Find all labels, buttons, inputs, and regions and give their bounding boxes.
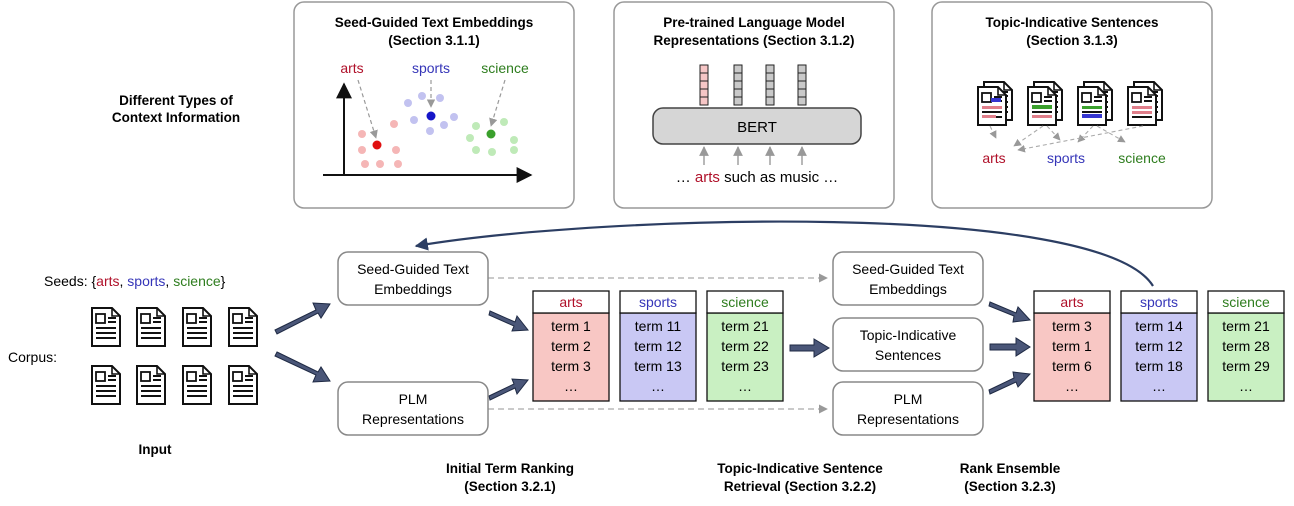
stage2-caption-line2: Retrieval (Section 3.2.2) — [724, 479, 876, 494]
bert-block — [652, 107, 862, 145]
ranking-term: … — [1152, 378, 1166, 394]
svg-text:Embeddings: Embeddings — [869, 281, 947, 297]
ranking-header: sports — [1140, 294, 1178, 310]
plm-sentence: … arts such as music … — [676, 169, 839, 186]
ranking-term: … — [738, 378, 752, 394]
seeds-line: Seeds: {arts, sports, science} — [44, 273, 226, 289]
context-heading-line2: Context Information — [112, 110, 240, 125]
ranking-term: term 21 — [721, 318, 769, 334]
stage1-caption-line1: Initial Term Ranking — [446, 461, 574, 476]
ranking-term: term 21 — [1222, 318, 1270, 334]
ranking-term: term 28 — [1222, 338, 1270, 354]
panel3-label-science: science — [1118, 150, 1166, 166]
ranking-term: term 14 — [1135, 318, 1183, 334]
ranking-term: term 29 — [1222, 358, 1270, 374]
ranking-header: arts — [1060, 294, 1083, 310]
svg-text:Embeddings: Embeddings — [374, 281, 452, 297]
box-seed-embeddings-2: Seed-Guided Text Embeddings — [832, 251, 984, 306]
panel3-label-arts: arts — [982, 150, 1005, 166]
ranking-term: … — [1065, 378, 1079, 394]
ranking-term: term 6 — [1052, 358, 1092, 374]
ranking-header: sports — [639, 294, 677, 310]
panel2-title-line2: Representations (Section 3.1.2) — [653, 33, 854, 48]
highlighted-documents — [977, 81, 1163, 126]
ranking-header: science — [721, 294, 769, 310]
panel-topic-sentences — [931, 1, 1213, 209]
token-vectors — [699, 64, 807, 106]
stage3-caption-line2: (Section 3.2.3) — [964, 479, 1056, 494]
ranking-column-final-arts: arts term 3 term 1 term 6 … — [1033, 290, 1111, 402]
box-seed-embeddings: Seed-Guided Text Embeddings — [337, 251, 489, 306]
panel1-label-sports: sports — [412, 60, 450, 76]
stage2-caption-line1: Topic-Indicative Sentence — [717, 461, 883, 476]
arts-cluster — [358, 120, 402, 168]
ranking-term: term 3 — [551, 358, 591, 374]
ranking-term: term 23 — [721, 358, 769, 374]
ranking-term: term 1 — [1052, 338, 1092, 354]
panel1-title-line2: (Section 3.1.1) — [388, 33, 480, 48]
input-caption: Input — [139, 442, 172, 457]
ranking-column-initial-arts: arts term 1 term 2 term 3 … — [532, 290, 610, 402]
ranking-term: term 2 — [551, 338, 591, 354]
ranking-term: term 3 — [1052, 318, 1092, 334]
ranking-term: term 1 — [551, 318, 591, 334]
science-cluster — [466, 118, 518, 156]
ranking-term: term 22 — [721, 338, 769, 354]
ranking-column-final-science: science term 21 term 28 term 29 … — [1207, 290, 1285, 402]
box-plm-2: PLM Representations — [832, 381, 984, 436]
box-topic-sentences: Topic-Indicative Sentences — [832, 317, 984, 372]
ranking-header: science — [1222, 294, 1270, 310]
ranking-term: term 12 — [634, 338, 682, 354]
panel-plm — [613, 1, 895, 209]
svg-text:Seed-Guided Text: Seed-Guided Text — [357, 261, 469, 277]
feedback-arrow — [414, 220, 1154, 287]
ranking-term: term 12 — [1135, 338, 1183, 354]
bert-label: BERT — [737, 119, 777, 136]
panel2-title-line1: Pre-trained Language Model — [663, 15, 845, 30]
panel3-title-line2: (Section 3.1.3) — [1026, 33, 1118, 48]
context-heading-line1: Different Types of — [119, 93, 233, 108]
flow-arrows — [274, 301, 1032, 401]
panel3-label-sports: sports — [1047, 150, 1085, 166]
ranking-column-final-sports: sports term 14 term 12 term 18 … — [1120, 290, 1198, 402]
ranking-header: arts — [559, 294, 582, 310]
stage3-caption-line1: Rank Ensemble — [960, 461, 1061, 476]
ranking-term: … — [651, 378, 665, 394]
ranking-column-initial-science: science term 21 term 22 term 23 … — [706, 290, 784, 402]
ranking-term: term 11 — [635, 318, 682, 334]
panel3-title-line1: Topic-Indicative Sentences — [985, 15, 1158, 30]
svg-text:Seed-Guided Text: Seed-Guided Text — [852, 261, 964, 277]
panel1-label-arts: arts — [340, 60, 363, 76]
svg-text:PLM: PLM — [399, 391, 428, 407]
panel1-label-science: science — [481, 60, 529, 76]
stage1-caption-line2: (Section 3.2.1) — [464, 479, 556, 494]
embedding-axes — [323, 82, 533, 183]
sports-cluster — [404, 92, 458, 135]
svg-text:Topic-Indicative: Topic-Indicative — [860, 327, 957, 343]
corpus-documents — [91, 307, 258, 405]
ranking-term: term 13 — [634, 358, 682, 374]
svg-text:Sentences: Sentences — [875, 347, 941, 363]
panel1-title-line1: Seed-Guided Text Embeddings — [335, 15, 534, 30]
ranking-term: … — [1239, 378, 1253, 394]
box-plm: PLM Representations — [337, 381, 489, 436]
corpus-label: Corpus: — [8, 349, 57, 365]
ranking-term: … — [564, 378, 578, 394]
ranking-term: term 18 — [1135, 358, 1183, 374]
svg-text:PLM: PLM — [894, 391, 923, 407]
svg-text:Representations: Representations — [362, 411, 464, 427]
svg-text:Representations: Representations — [857, 411, 959, 427]
ranking-column-initial-sports: sports term 11 term 12 term 13 … — [619, 290, 697, 402]
